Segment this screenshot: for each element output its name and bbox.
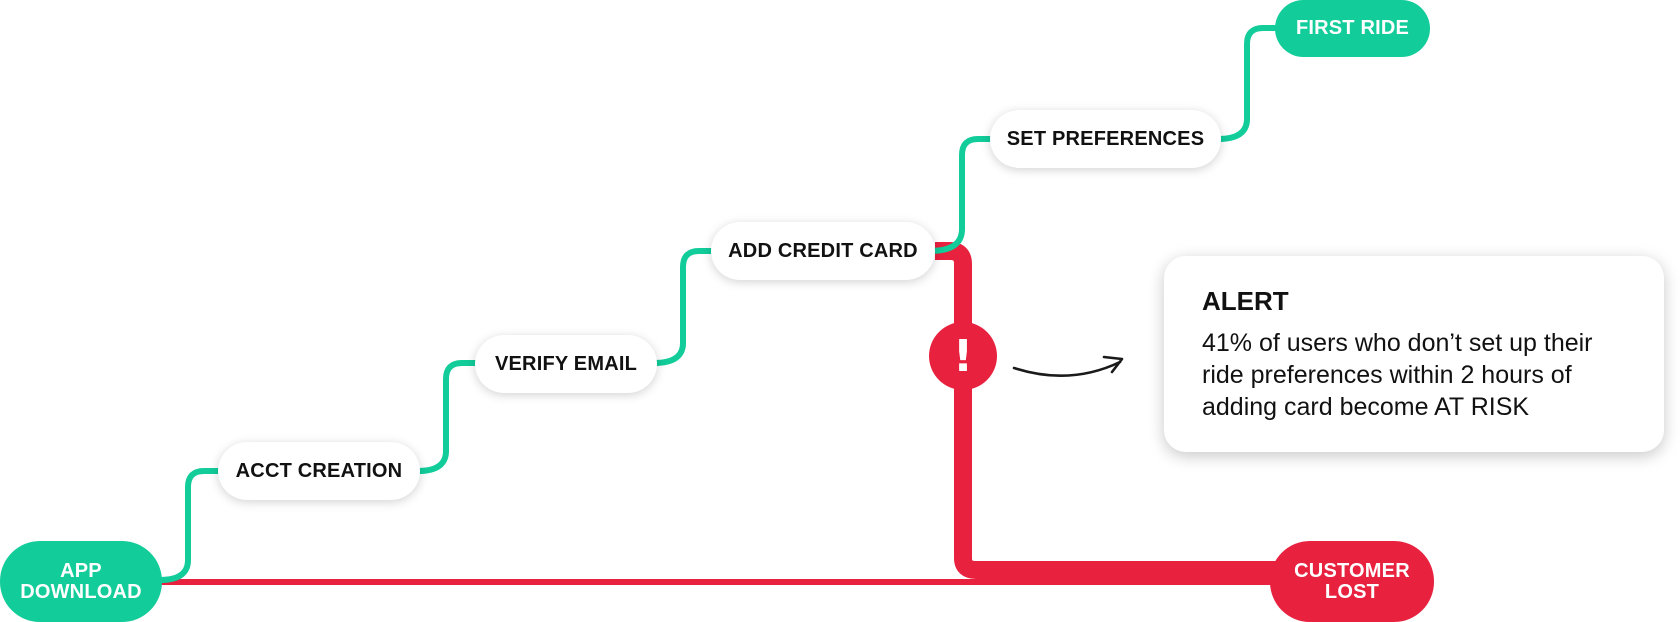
- alert-message: 41% of users who don’t set up their ride…: [1202, 329, 1593, 421]
- arrow-icon: [1012, 360, 1122, 377]
- node-acct-creation[interactable]: ACCT CREATION: [218, 442, 420, 500]
- node-first-ride[interactable]: FIRST RIDE: [1275, 0, 1430, 57]
- step-path-4: [929, 136, 994, 254]
- step-path-3: [653, 248, 714, 366]
- arrow-head-icon: [1102, 355, 1124, 374]
- step-path-1: [159, 468, 222, 583]
- alert-card: ALERT 41% of users who don’t set up thei…: [1164, 256, 1664, 452]
- node-set-preferences[interactable]: SET PREFERENCES: [990, 110, 1221, 168]
- node-app-download[interactable]: APP DOWNLOAD: [0, 541, 162, 622]
- step-path-5: [1217, 25, 1280, 142]
- node-verify-email[interactable]: VERIFY EMAIL: [475, 335, 657, 393]
- alert-title: ALERT: [1202, 286, 1289, 316]
- alert-icon[interactable]: !: [929, 322, 997, 390]
- step-path-2: [417, 360, 478, 474]
- node-add-credit-card[interactable]: ADD CREDIT CARD: [711, 222, 935, 280]
- node-customer-lost[interactable]: CUSTOMER LOST: [1270, 541, 1434, 622]
- lost-path-thick: [935, 242, 1290, 579]
